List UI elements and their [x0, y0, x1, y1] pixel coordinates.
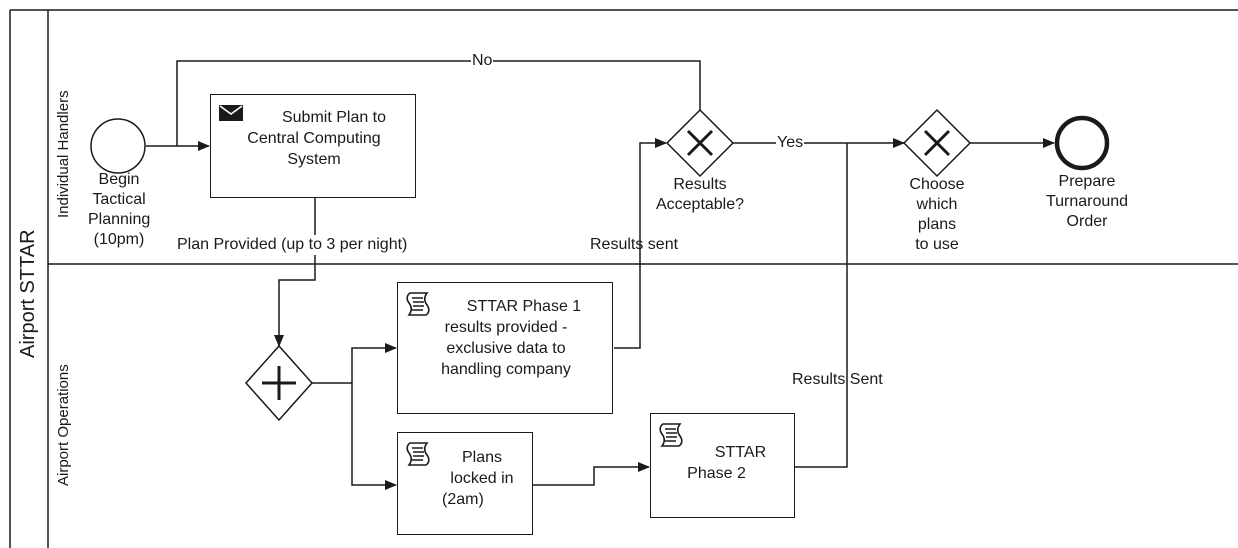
- sequence-flows: [146, 60, 1055, 490]
- script-icon: [406, 442, 430, 466]
- task-text: Submit Plan to Central Computing System: [247, 109, 387, 168]
- gateway-choose-label: Choose which plans to use: [909, 176, 965, 253]
- flow-label-yes: Yes: [776, 133, 805, 153]
- task-submit-plan[interactable]: Submit Plan to Central Computing System: [210, 94, 416, 198]
- parallel-gateway: [244, 344, 314, 422]
- script-icon: [406, 292, 430, 316]
- end-event-label: Prepare Turnaround Order: [1045, 173, 1129, 230]
- task-text: STTAR Phase 2: [687, 444, 767, 482]
- flow-label-no: No: [471, 51, 494, 71]
- x-icon: [923, 129, 951, 157]
- task-sttar-phase1[interactable]: STTAR Phase 1 results provided - exclusi…: [397, 282, 613, 414]
- exclusive-gateway-results: [665, 108, 735, 178]
- task-text: STTAR Phase 1 results provided - exclusi…: [441, 298, 582, 378]
- lane-title-individual-handlers: Individual Handlers: [55, 90, 72, 218]
- lane-title-airport-operations: Airport Operations: [55, 364, 72, 486]
- flow-label-results-sent-2: Results Sent: [792, 371, 883, 388]
- flow-submit-to-parallel: [274, 198, 316, 347]
- task-sttar-phase2[interactable]: STTAR Phase 2: [650, 413, 795, 518]
- flow-label-plan-provided: Plan Provided (up to 3 per night): [177, 235, 408, 255]
- task-text: Plans locked in (2am): [442, 449, 514, 508]
- gateway-results-label: Results Acceptable?: [655, 176, 745, 213]
- end-event: [1054, 115, 1110, 171]
- start-event: [90, 118, 146, 174]
- start-event-label: Begin Tactical Planning (10pm): [88, 171, 151, 248]
- flow-phase1-to-gateway: [614, 138, 667, 349]
- flow-label-results-sent: Results sent: [590, 236, 679, 253]
- pool-frame: [9, 9, 1238, 548]
- pool-title: Airport STTAR: [17, 229, 39, 358]
- exclusive-gateway-choose: [902, 108, 972, 178]
- flow-parallel-to-phase1: [312, 343, 397, 384]
- flow-no-loop: [176, 60, 701, 146]
- script-icon: [659, 423, 683, 447]
- flow-phase2-to-yes: [795, 143, 848, 468]
- plus-icon: [262, 366, 296, 400]
- flow-parallel-to-locked: [351, 383, 397, 490]
- flow-locked-to-phase2: [533, 462, 650, 486]
- x-icon: [686, 129, 714, 157]
- task-plans-locked[interactable]: Plans locked in (2am): [397, 432, 533, 535]
- envelope-icon: [219, 105, 243, 121]
